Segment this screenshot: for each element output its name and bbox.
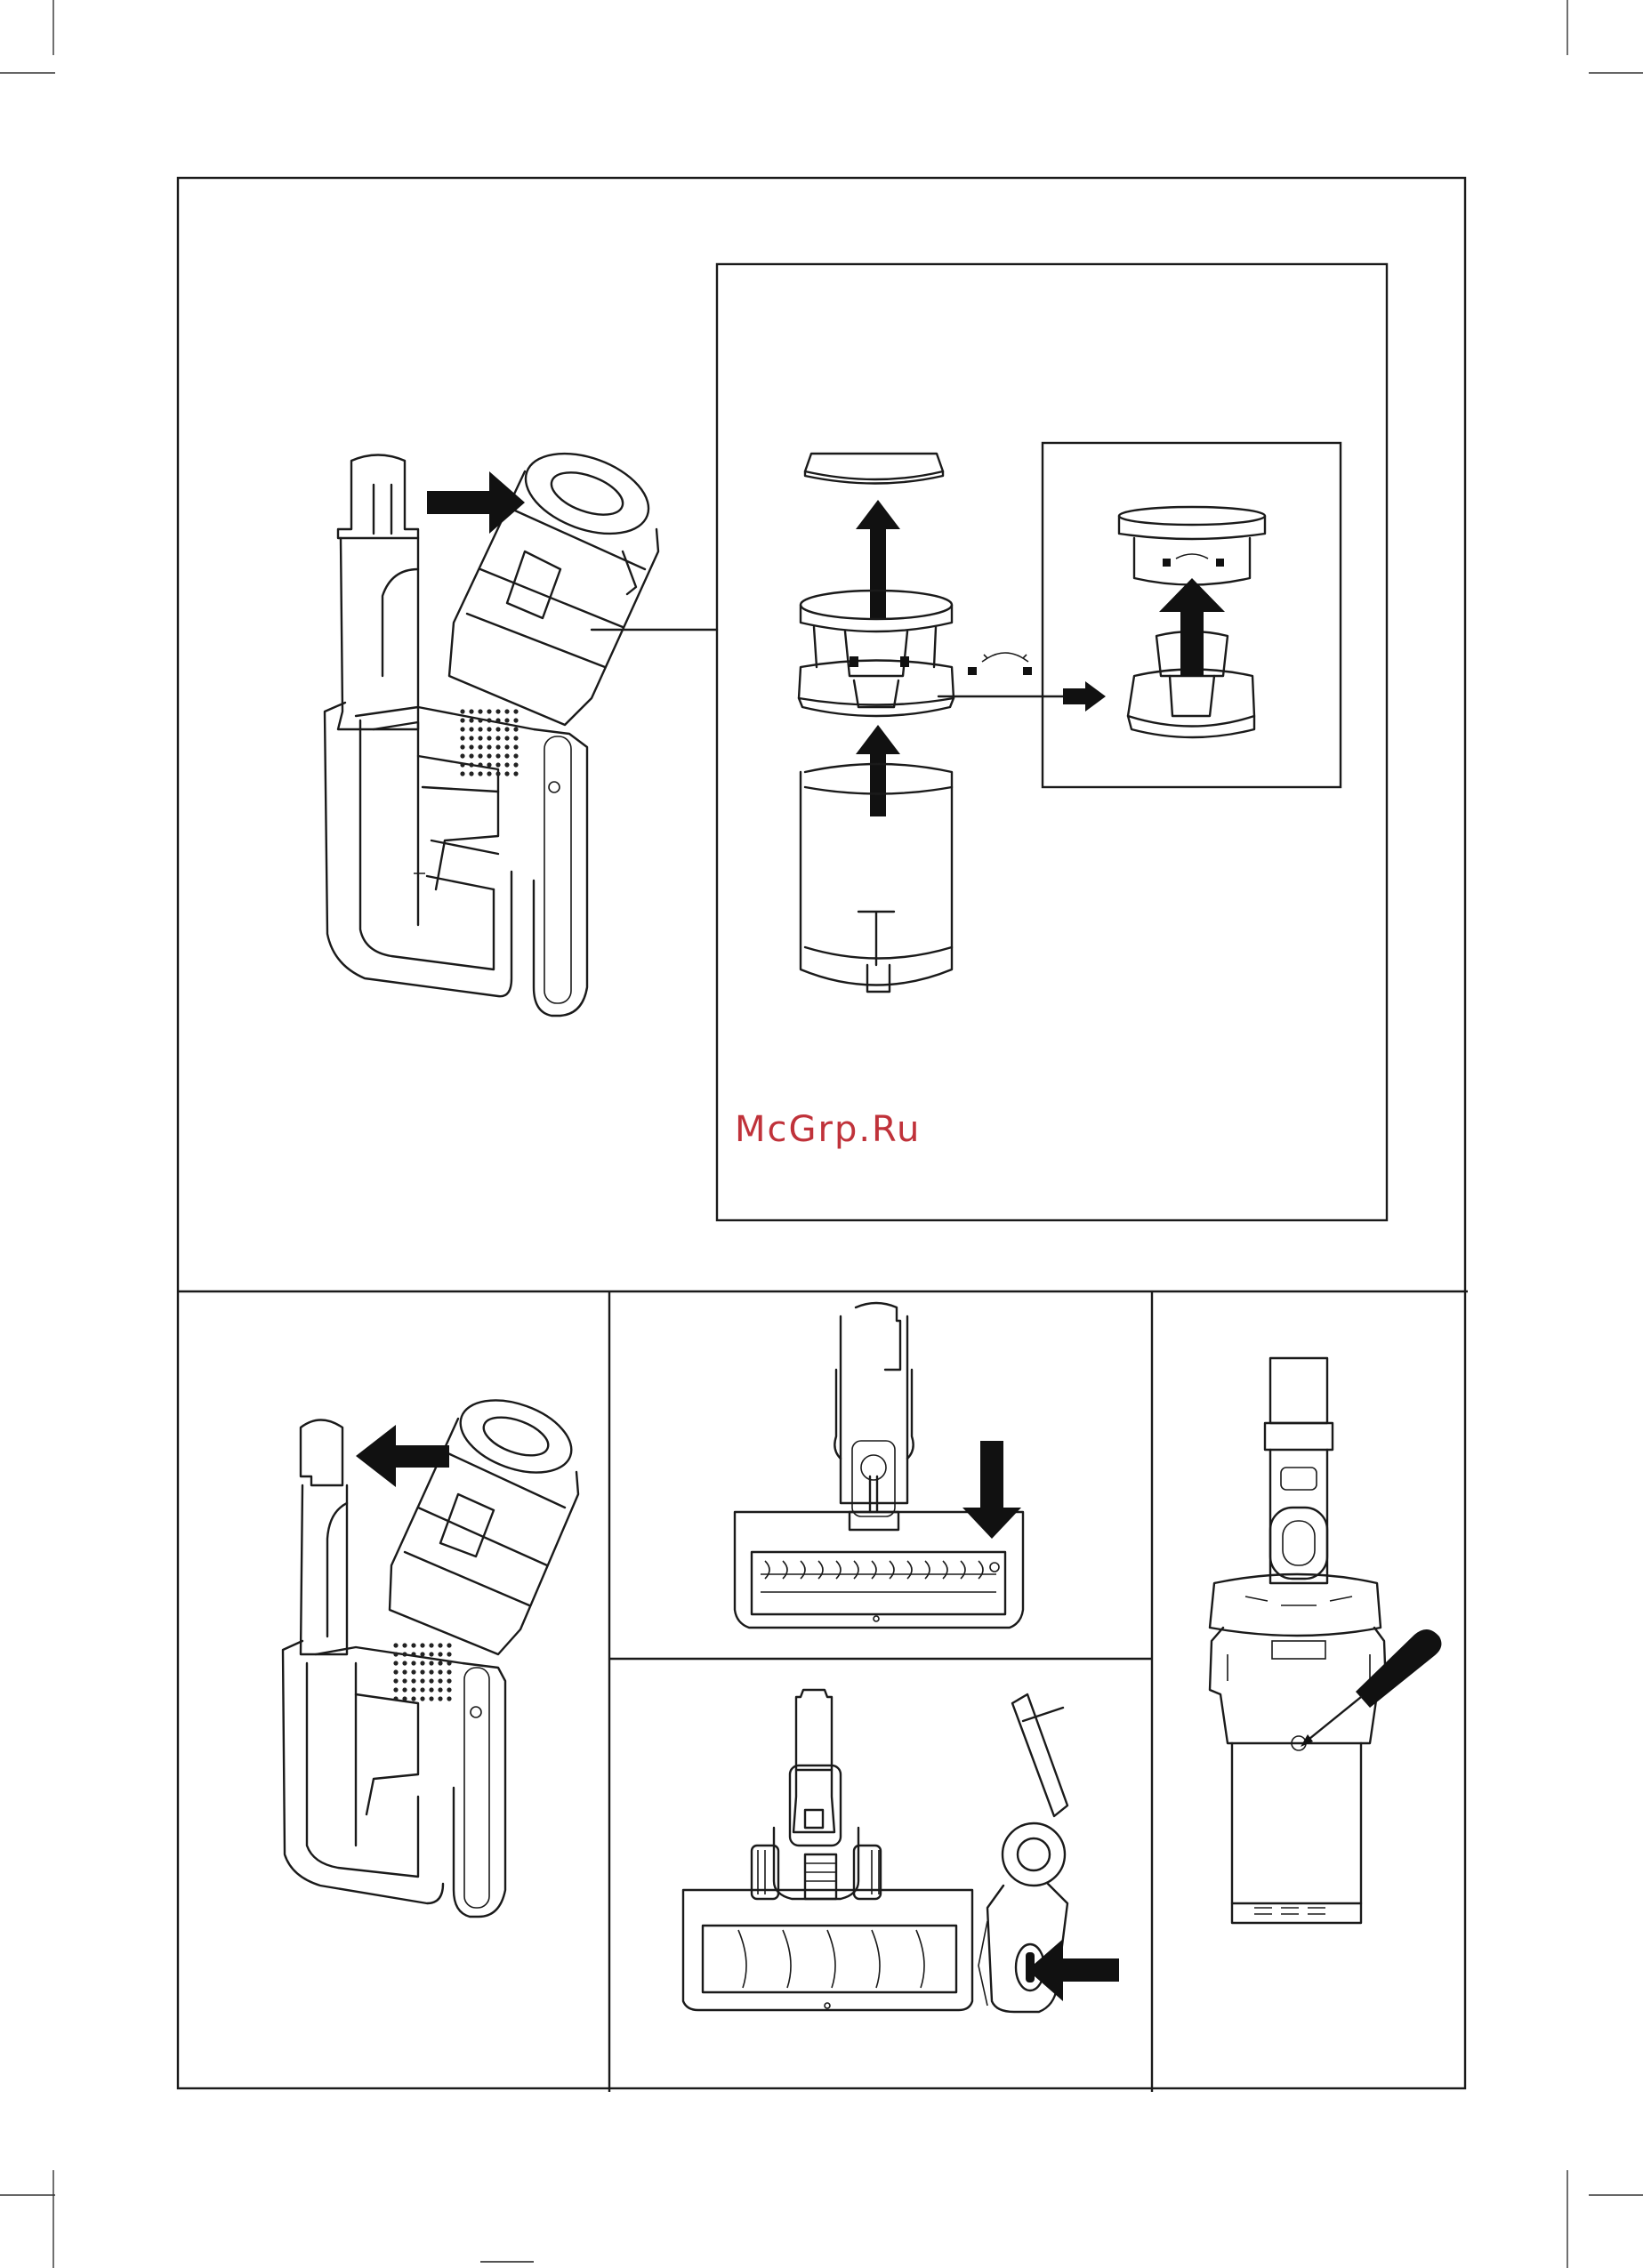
mesh-grille	[393, 1643, 451, 1701]
handle-rear-view	[1210, 1358, 1386, 1923]
floor-brush-upright	[683, 1690, 972, 2010]
arrow-icon	[356, 1425, 449, 1487]
floor-brush-top-view	[735, 1303, 1023, 1628]
vacuum-body-attach	[283, 1420, 505, 1918]
arrow-icon	[1027, 1939, 1119, 2001]
arrow-icon	[962, 1441, 1021, 1539]
dust-bin-tilted	[390, 1387, 581, 1654]
